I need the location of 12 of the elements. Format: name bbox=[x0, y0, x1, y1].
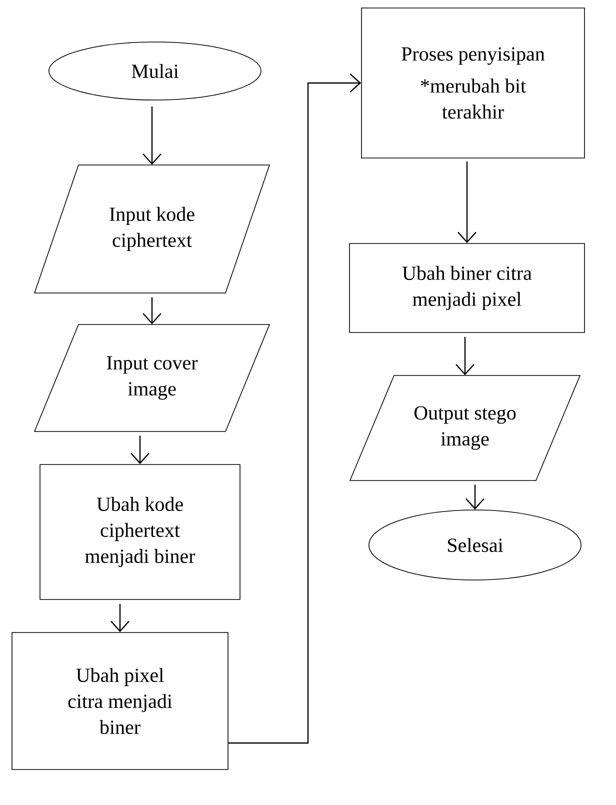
arrow bbox=[142, 313, 162, 324]
process-box: Ubah pixel citra menjadi biner bbox=[12, 632, 228, 770]
arrow bbox=[110, 620, 130, 632]
arrow bbox=[142, 154, 162, 165]
process-box: Proses penyisipan *merubah bit terakhir bbox=[361, 8, 585, 158]
process-box: Ubah biner citra menjadi pixel bbox=[349, 243, 585, 333]
arrow bbox=[228, 74, 362, 744]
arrow bbox=[458, 232, 476, 244]
process-box: Ubah kode ciphertext menjadi biner bbox=[40, 464, 240, 600]
arrow bbox=[466, 498, 484, 510]
arrow bbox=[130, 452, 150, 464]
arrow bbox=[456, 364, 474, 376]
